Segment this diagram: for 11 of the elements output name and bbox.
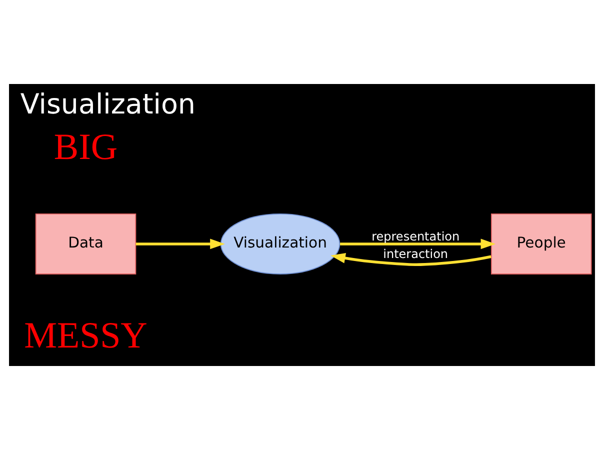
edge-label: interaction [383,246,448,261]
edge-label: representation [372,229,460,244]
label: MESSY [24,314,148,356]
node-box: Data [35,212,136,274]
label: BIG [54,125,118,166]
arrow [340,238,496,249]
diagram-title: Visualization [20,87,196,120]
node-ellipse: Visualization [220,212,340,274]
arrow [330,252,492,266]
arrow [136,238,225,249]
node-box: People [490,212,592,274]
